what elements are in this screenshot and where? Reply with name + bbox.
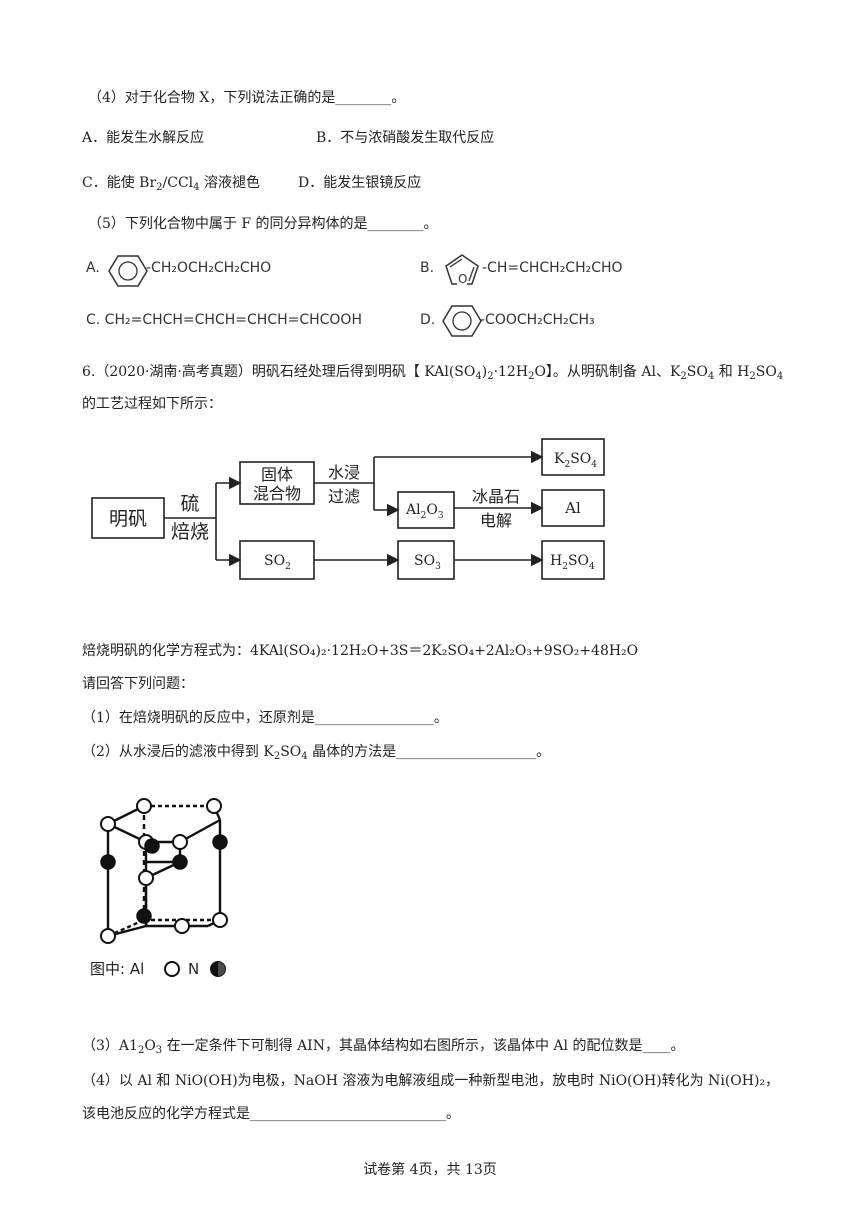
option-b-formula: -CH=CHCH₂CH₂CHO xyxy=(482,260,623,276)
flow-electrolysis-label-2: 电解 xyxy=(480,511,512,530)
q5-p5-option-b: B. O -CH=CHCH₂CH₂CHO xyxy=(420,252,660,290)
flow-so3-label: SO3 xyxy=(414,553,441,572)
flow-so2-label: SO2 xyxy=(264,553,291,572)
benzene-ring-icon xyxy=(108,255,148,287)
aln-crystal-structure-diagram: 图中: Al N xyxy=(90,798,228,978)
flow-solid-label-2: 混合物 xyxy=(253,484,301,503)
q5-p5-option-c: C. CH₂=CHCH=CHCH=CHCH=CHCOOH xyxy=(86,312,362,328)
flow-al-label: Al xyxy=(564,499,581,517)
q6-intro-line1: 6.（2020·湖南·高考真题）明矾石经处理后得到明矾【 KAl(SO4)2·1… xyxy=(82,364,784,382)
q6-equation: 焙烧明矾的化学方程式为：4KAl(SO₄)₂·12H₂O+3S＝2K₂SO₄+2… xyxy=(82,643,639,659)
flow-electrolysis-label-1: 冰晶石 xyxy=(472,487,520,506)
option-a-formula: -CH₂OCH₂CH₂CHO xyxy=(146,260,272,276)
option-a-label: A. xyxy=(86,260,100,276)
furan-oxygen: O xyxy=(458,272,468,286)
q5-p5-stem: （5）下列化合物中属于 F 的同分异构体的是________。 xyxy=(88,216,438,232)
q5-p5-option-d: D. -COOCH₂CH₂CH₃ xyxy=(420,304,660,338)
q5-p4-option-c: C．能使 Br2/CCl4 溶液褪色 xyxy=(82,175,260,193)
flow-al2o3-label: Al2O3 xyxy=(405,502,444,521)
flow-leach-label-2: 过滤 xyxy=(328,487,360,506)
q6-part4-line1: （4）以 Al 和 NiO(OH)为电极，NaOH 溶液为电解液组成一种新型电池… xyxy=(82,1073,780,1089)
crystal-legend-label: 图中: Al xyxy=(90,960,144,978)
option-b-label: B. xyxy=(420,260,435,276)
q5-p4-stem: （4）对于化合物 X，下列说法正确的是________。 xyxy=(88,90,406,106)
q6-part2: （2）从水浸后的滤液中得到 K2SO4 晶体的方法是______________… xyxy=(82,744,551,762)
option-d-label: D. xyxy=(420,312,436,328)
flow-solid-label-1: 固体 xyxy=(261,465,293,484)
option-d-formula: -COOCH₂CH₂CH₃ xyxy=(480,312,595,328)
q5-p4-option-b: B．不与浓硝酸发生取代反应 xyxy=(316,130,495,146)
q6-part4-line2: 该电池反应的化学方程式是____________________________… xyxy=(82,1106,460,1122)
page-footer: 试卷第 4页，共 13页 xyxy=(363,1162,497,1178)
flow-h2so4-label: H2SO4 xyxy=(550,553,595,572)
benzene-ring-icon xyxy=(442,305,482,337)
q6-part3: （3）A12O3 在一定条件下可制得 AIN，其晶体结构如右图所示，该晶体中 A… xyxy=(82,1038,685,1056)
q5-p4-option-d: D．能发生银镜反应 xyxy=(298,175,422,191)
q6-part1: （1）在焙烧明矾的反应中，还原剂是_________________。 xyxy=(82,710,448,726)
furan-ring-icon xyxy=(445,254,479,289)
q5-p5-option-a: A. -CH₂OCH₂CH₂CHO xyxy=(86,254,406,287)
flow-roast-label-1: 硫 xyxy=(180,493,199,515)
q6-intro-line2: 的工艺过程如下所示： xyxy=(82,396,222,412)
q6-ask: 请回答下列问题： xyxy=(82,676,194,692)
q5-p4-option-a: A．能发生水解反应 xyxy=(82,130,205,146)
process-flow-diagram: 明矾 硫 焙烧 固体 混合物 水浸 过滤 冰晶石 电解 K2SO4 Al2O3 … xyxy=(91,438,605,580)
flow-start-label: 明矾 xyxy=(109,508,147,530)
al-atom-legend-icon xyxy=(164,961,180,977)
flow-k2so4-label: K2SO4 xyxy=(554,451,597,470)
crystal-legend-n: N xyxy=(188,960,199,978)
flow-roast-label-2: 焙烧 xyxy=(171,521,209,543)
flow-leach-label-1: 水浸 xyxy=(328,463,360,482)
n-atom-legend-icon xyxy=(210,961,226,977)
